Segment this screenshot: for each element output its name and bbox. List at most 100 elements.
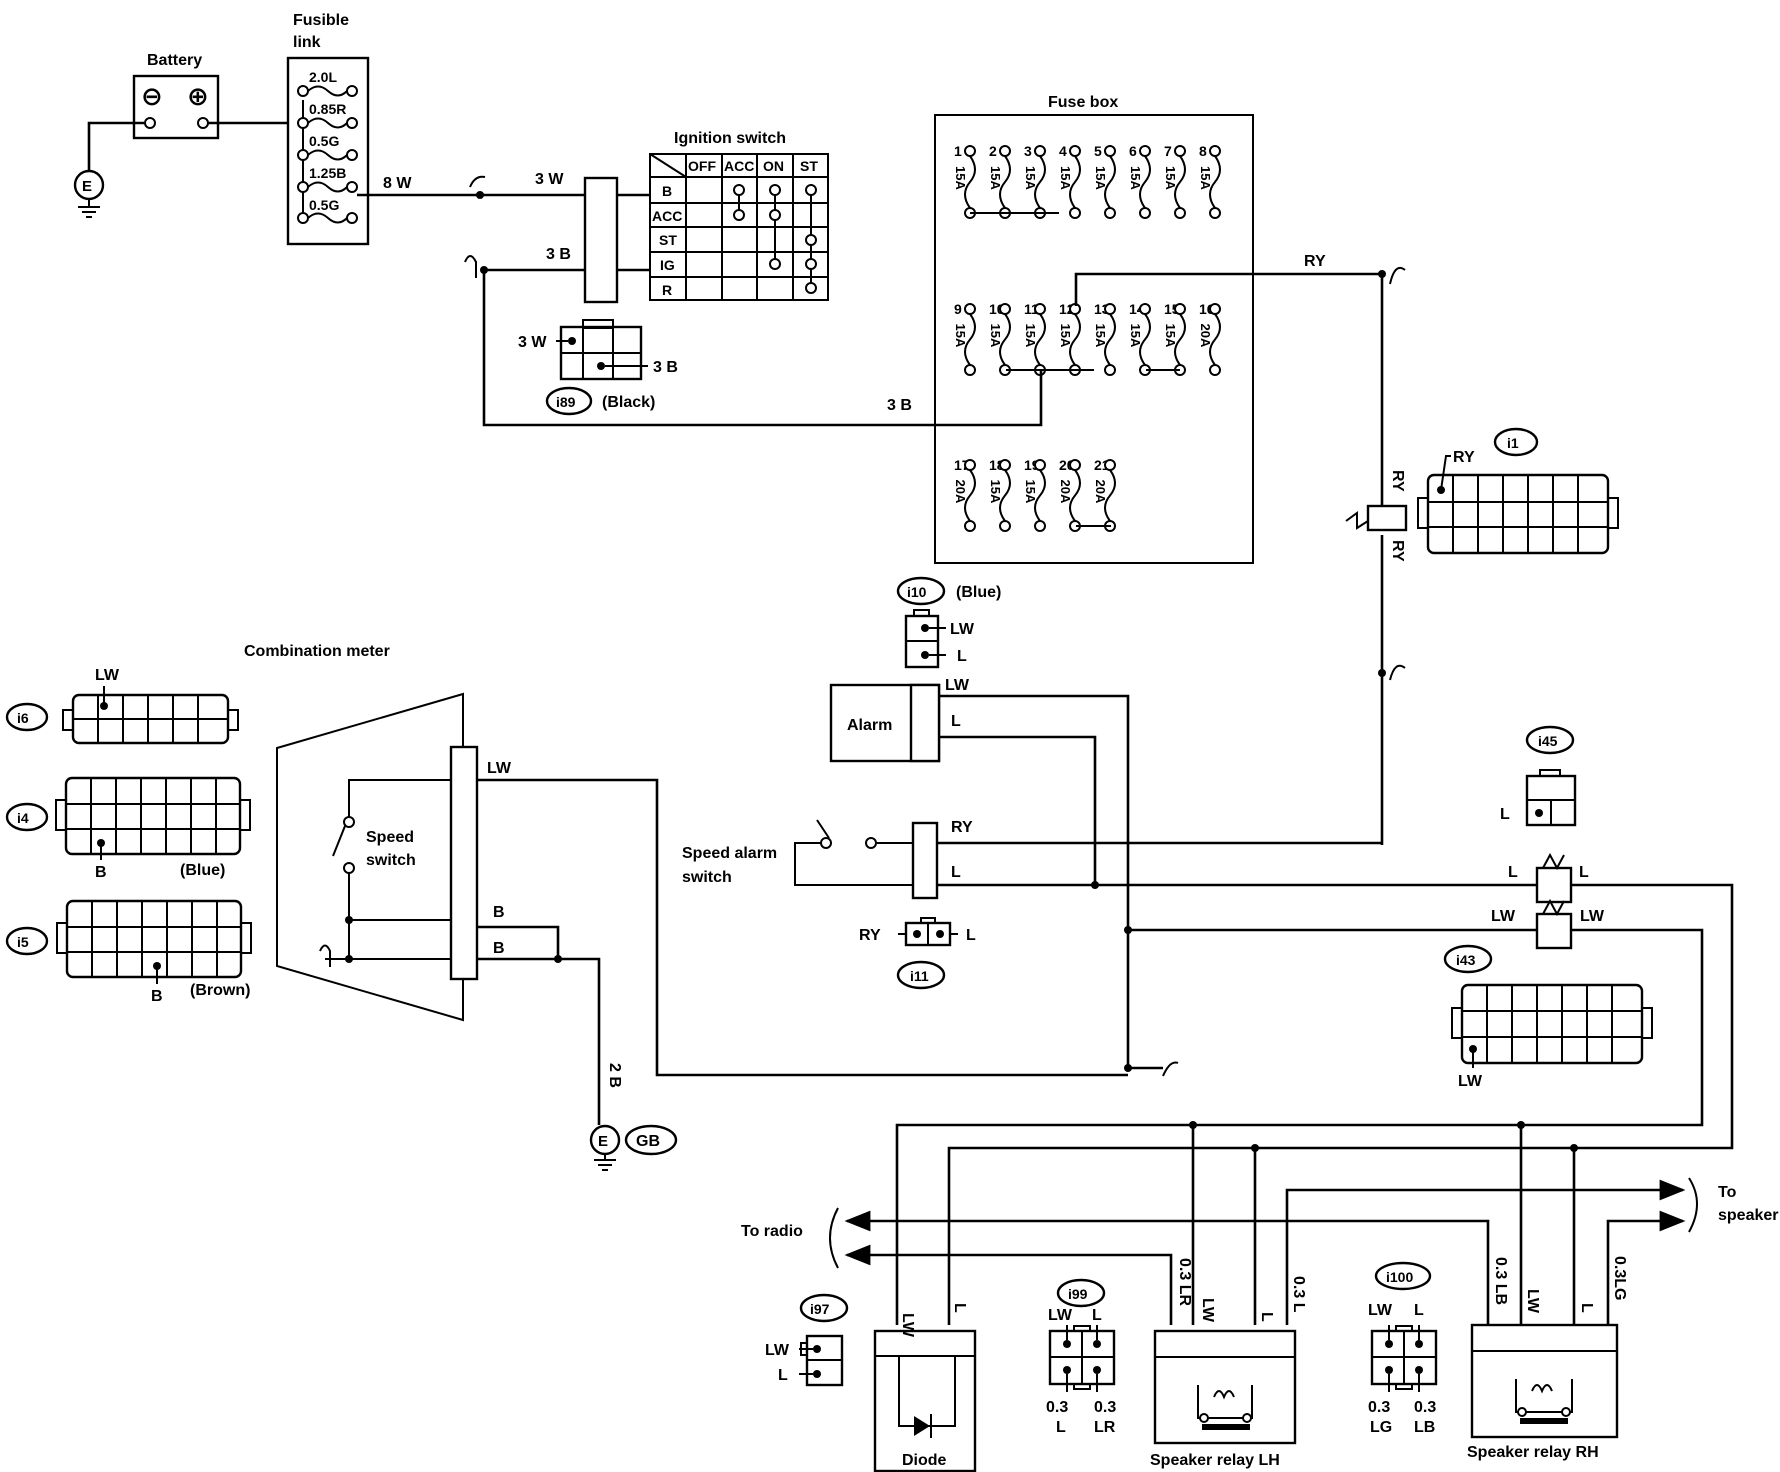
i10-pin2: L (957, 648, 967, 665)
fuse-rating: 20A (1093, 480, 1108, 504)
speed-switch-label-1: Speed (366, 829, 414, 846)
fuse-number: 2 (989, 143, 997, 159)
alarm-lw-label: LW (945, 677, 970, 694)
i6-pin: LW (95, 667, 120, 684)
fuse-rating: 15A (1093, 166, 1108, 190)
fuse-rating: 20A (1198, 324, 1213, 348)
battery-negative: ⊖ (141, 81, 163, 111)
i4-id: i4 (17, 810, 29, 826)
connector-i100: i100 LW L 0.3 LG 0.3 LB (1368, 1261, 1438, 1436)
inline-lw-right: LW (1580, 908, 1605, 925)
wire-8w-label: 8 W (383, 175, 412, 192)
ground-gb: E GB (589, 1124, 678, 1171)
connector-i89: 3 W 3 B i89 (Black) (518, 319, 678, 416)
fuse-box: Fuse box 115A215A315A415A515A615A715A815… (934, 94, 1254, 564)
diode-l-label: L (951, 1303, 968, 1313)
rh-pin-1: 0.3 LB (1492, 1257, 1509, 1305)
fuse-number: 4 (1059, 143, 1067, 159)
meter-b1-label: B (493, 904, 505, 921)
fuse-rating: 15A (953, 166, 968, 190)
fuse-rating: 15A (1128, 324, 1143, 348)
i1-pin: RY (1453, 449, 1475, 466)
inline-connector-lw: LW LW (1491, 898, 1605, 950)
to-speaker-label-2: speaker (1718, 1207, 1779, 1224)
fusible-link-label-2: link (293, 34, 321, 51)
to-speaker-label-1: To (1718, 1184, 1737, 1201)
wire-3b-label-a: 3 B (546, 246, 571, 263)
wire-ry-v1-label: RY (1389, 470, 1406, 492)
fusible-link-fuse: 1.25B (297, 165, 358, 193)
fuse-number: 8 (1199, 143, 1207, 159)
meter-label: Combination meter (244, 643, 390, 660)
inline-connector-ry (1345, 504, 1408, 532)
speed-alarm-label-1: Speed alarm (682, 845, 777, 862)
i89-pin2: 3 B (653, 359, 678, 376)
i99-bot1b: L (1056, 1419, 1066, 1436)
wire-ry-top-label: RY (1304, 253, 1326, 270)
fuse-rating: 15A (953, 324, 968, 348)
connector-i5: i5 B (Brown) (5, 899, 252, 1005)
i100-top2: L (1414, 1302, 1424, 1319)
alarm-l-label: L (951, 713, 961, 730)
fuse-number: 6 (1129, 143, 1137, 159)
i4-color: (Blue) (180, 862, 225, 879)
speed-alarm-switch: Speed alarm switch (682, 819, 939, 900)
to-radio-label: To radio (741, 1223, 803, 1240)
fuse-rating: 15A (1128, 166, 1143, 190)
connector-i43: i43 LW (1443, 944, 1653, 1090)
i45-pin: L (1500, 806, 1510, 823)
i100-bot1b: LG (1370, 1419, 1392, 1436)
connector-i4: i4 B (Blue) (5, 776, 251, 881)
fusible-link-label-1: Fusible (293, 12, 349, 29)
fuse-rating: 15A (1023, 324, 1038, 348)
i100-bot2b: LB (1414, 1419, 1435, 1436)
fuse-rating: 15A (1093, 324, 1108, 348)
speaker-relay-lh: 0.3 LR LW L 0.3 L Speaker relay LH (1150, 1258, 1307, 1469)
wire-3w-label: 3 W (535, 171, 564, 188)
fuse-box-label: Fuse box (1048, 94, 1118, 111)
i43-pin: LW (1458, 1073, 1483, 1090)
rh-pin-3: L (1578, 1303, 1595, 1313)
connector-i10: i10 (Blue) LW L (896, 576, 1001, 669)
i99-top1: LW (1048, 1307, 1073, 1324)
gb-label: GB (636, 1133, 660, 1150)
ign-contacts (733, 184, 817, 294)
i99-top2: L (1092, 1307, 1102, 1324)
lh-pin-2: LW (1199, 1298, 1216, 1323)
combination-meter: Combination meter (244, 643, 479, 1022)
fusible-link-fuse: 0.5G (297, 197, 358, 224)
i11-pin1: RY (859, 927, 881, 944)
i10-pin1: LW (950, 621, 975, 638)
speaker-relay-rh: 0.3 LB LW L 0.3LG Speaker relay RH (1467, 1256, 1628, 1461)
ignition-switch-table (649, 153, 829, 301)
fusible-link-fuse: 0.5G (297, 133, 358, 161)
svg-text:1.25B: 1.25B (309, 165, 346, 181)
fuse-rating: 15A (1163, 166, 1178, 190)
fuse-number: 5 (1094, 143, 1102, 159)
i5-pin: B (151, 988, 163, 1005)
i100-bot2: 0.3 (1414, 1399, 1436, 1416)
speed-alarm-label-2: switch (682, 869, 732, 886)
fuse-rating: 15A (1023, 480, 1038, 504)
i100-top1: LW (1368, 1302, 1393, 1319)
svg-text:0.5G: 0.5G (309, 133, 339, 149)
i97-pin1: LW (765, 1342, 790, 1359)
svg-text:2.0L: 2.0L (309, 69, 337, 85)
i99-bot1: 0.3 (1046, 1399, 1068, 1416)
fuse-rating: 15A (1163, 324, 1178, 348)
i89-color: (Black) (602, 394, 655, 411)
fusible-link-fuse: 0.85R (297, 101, 358, 129)
i97-pin2: L (778, 1367, 788, 1384)
